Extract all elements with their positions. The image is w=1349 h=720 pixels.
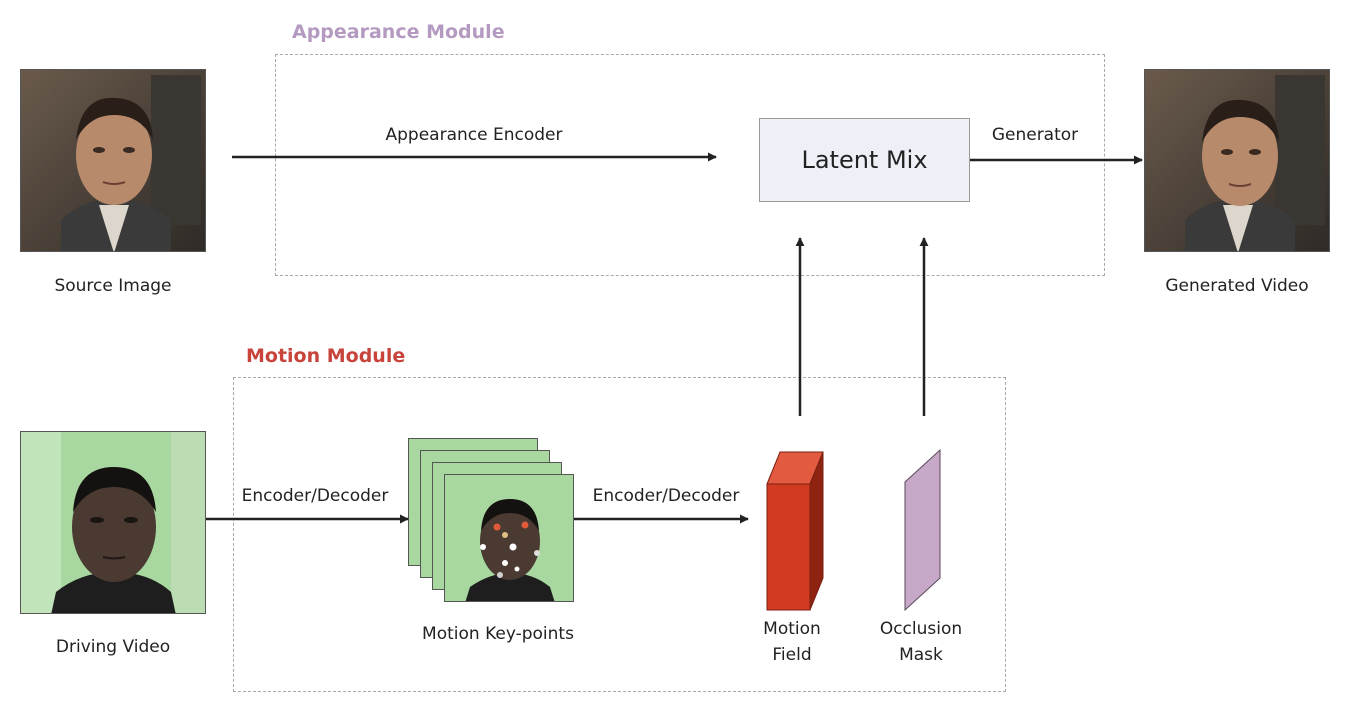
- motion-keypoints-stack: [408, 438, 574, 602]
- generated-video: [1144, 69, 1330, 252]
- motion-field-label-line1: Motion: [763, 619, 821, 639]
- generated-face-icon: [1145, 70, 1329, 251]
- motion-module-title: Motion Module: [246, 345, 406, 367]
- occlusion-mask-shape: [904, 448, 941, 612]
- motion-module-box: [233, 377, 1006, 692]
- generator-label: Generator: [991, 125, 1079, 145]
- driving-face-icon: [21, 432, 205, 613]
- source-face-icon: [21, 70, 205, 251]
- motion-field-label-line2: Field: [772, 645, 812, 665]
- keypoint-frame-front: [444, 474, 574, 602]
- driving-video-label: Driving Video: [55, 637, 171, 657]
- keypoints-face-icon: [445, 475, 573, 601]
- generated-video-label: Generated Video: [1165, 276, 1309, 296]
- motion-field-block: [766, 451, 824, 611]
- encoder-decoder-label-2: Encoder/Decoder: [592, 486, 740, 506]
- motion-field-label: Motion Field: [742, 616, 842, 668]
- motion-keypoints-label: Motion Key-points: [422, 624, 574, 644]
- encoder-decoder-label-1: Encoder/Decoder: [241, 486, 389, 506]
- driving-video: [20, 431, 206, 614]
- occlusion-mask-label-line1: Occlusion: [879, 619, 963, 639]
- appearance-module-title: Appearance Module: [292, 21, 505, 43]
- appearance-encoder-label: Appearance Encoder: [385, 125, 563, 145]
- source-image-label: Source Image: [54, 276, 172, 296]
- source-image: [20, 69, 206, 252]
- appearance-module-box: [275, 54, 1105, 276]
- occlusion-mask-label: Occlusion Mask: [866, 616, 976, 668]
- occlusion-mask-label-line2: Mask: [899, 645, 943, 665]
- latent-mix-box: Latent Mix: [759, 118, 970, 202]
- latent-mix-label: Latent Mix: [801, 146, 928, 174]
